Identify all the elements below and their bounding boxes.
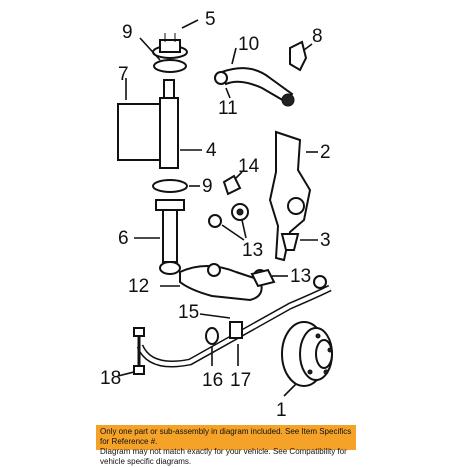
callout-8: 8 [312, 26, 323, 47]
callout-5: 5 [205, 9, 216, 30]
callout-16: 16 [202, 370, 223, 391]
callout-1: 1 [276, 400, 287, 421]
part-bump-stop [289, 40, 313, 72]
part-lower-control-arm [160, 263, 288, 302]
part-strut-rod [134, 199, 185, 275]
callout-13-lower: 13 [290, 266, 311, 287]
part-spring-seat-upper [139, 37, 187, 73]
callout-2: 2 [320, 142, 331, 163]
callout-12: 12 [128, 276, 149, 297]
callout-9-lower: 9 [202, 176, 213, 197]
part-upper-mount [152, 19, 199, 59]
callout-10: 10 [238, 34, 259, 55]
callout-6: 6 [118, 228, 129, 249]
callout-13-upper: 13 [242, 240, 263, 261]
disclaimer-line-2: Diagram may not match exactly for your v… [100, 447, 347, 466]
part-spring-seat-lower [152, 179, 200, 193]
callout-9-top: 9 [122, 22, 133, 43]
disclaimer-line-1: Only one part or sub-assembly in diagram… [100, 427, 352, 446]
part-coil-spring [117, 78, 161, 161]
part-shock-absorber [159, 79, 202, 169]
callout-labels: 5 9 8 10 7 11 4 2 14 9 6 3 13 12 13 15 1… [100, 9, 331, 421]
callout-14: 14 [238, 156, 260, 177]
callout-15: 15 [178, 302, 199, 323]
part-stabilizer-link [117, 327, 145, 377]
part-upper-control-arm [214, 47, 295, 107]
callout-11: 11 [218, 98, 238, 119]
suspension-parts-diagram: 5 9 8 10 7 11 4 2 14 9 6 3 13 12 13 15 1… [100, 9, 333, 421]
part-bar-bushings [205, 321, 243, 366]
part-hub-bearing [281, 321, 333, 397]
disclaimer-banner: Only one part or sub-assembly in diagram… [96, 425, 356, 466]
callout-18: 18 [100, 368, 121, 389]
callout-7: 7 [118, 64, 129, 85]
part-bushings [208, 171, 249, 241]
callout-4: 4 [206, 140, 217, 161]
callout-17: 17 [230, 370, 251, 391]
part-lower-ball-joint [280, 233, 318, 251]
callout-3: 3 [320, 230, 331, 251]
